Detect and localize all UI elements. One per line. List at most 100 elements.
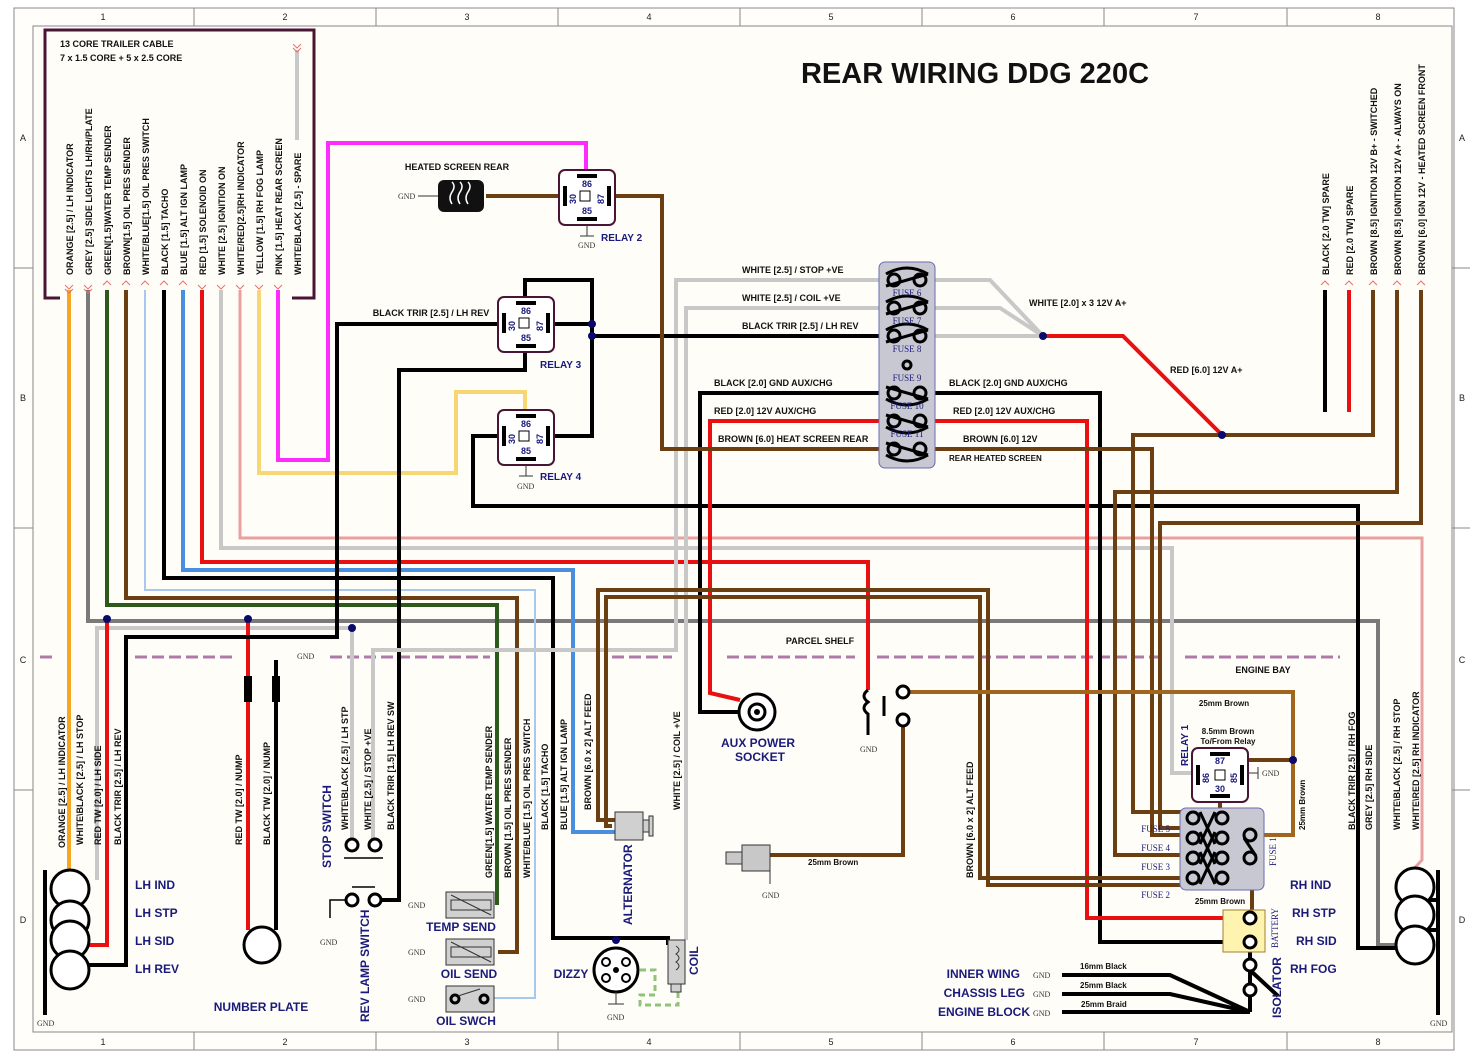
wire-label: WHITE/BLUE [1.5] OIL PRES SWITCH	[522, 719, 532, 878]
stop-switch	[344, 837, 383, 859]
wire-label: BLACK TRIR [2.5] / LH REV	[113, 728, 123, 845]
wire-pink-heat-screen	[276, 141, 588, 462]
wire-black-lh-rev	[86, 322, 498, 967]
lh-wire-labels: ORANGE [2.5] / LH INDICATOR WHITE\BLACK …	[57, 715, 123, 848]
number-plate-label: NUMBER PLATE	[214, 1000, 308, 1014]
core-label: PINK [1.5] HEAT REAR SCREEN	[274, 138, 284, 275]
temp-send-label: TEMP SEND	[426, 920, 496, 934]
gnd-label: GND	[1033, 1009, 1051, 1018]
oil-sender	[445, 938, 495, 966]
core-label: WHITE [2.5] IGNITION ON	[217, 166, 227, 275]
gnd-label: GND	[398, 192, 416, 201]
oil-send-label: OIL SEND	[441, 967, 498, 981]
gnd-label: GND	[408, 995, 426, 1004]
core-label: GREY [2.5] SIDE LIGHTS LH/RH/PLATE	[84, 108, 94, 275]
trailer-cable-box	[43, 28, 316, 300]
pin-label: 86	[521, 419, 531, 429]
fuse-label: FUSE 4	[1141, 843, 1170, 853]
fuse-label: FUSE 11	[891, 429, 924, 439]
isolator-label[interactable]: ISOLATOR	[1270, 957, 1284, 1018]
wire-label: WHITE [2.5] / STOP +VE	[363, 729, 373, 830]
core-label: WHITE/BLUE[1.5] OIL PRES SWITCH	[141, 118, 151, 275]
col-label: 4	[646, 12, 651, 22]
col-label: 5	[828, 12, 833, 22]
wire-brown-heat-front	[1158, 290, 1423, 830]
col-label: 4	[646, 1037, 651, 1047]
gnd-label: GND	[578, 241, 596, 250]
lamp-label: RH STP	[1292, 906, 1336, 920]
wire-label: REAR HEATED SCREEN	[949, 454, 1042, 463]
gnd-label: GND	[320, 938, 338, 947]
aux-power-socket[interactable]	[737, 692, 777, 732]
alternator-label: ALTERNATOR	[621, 844, 635, 925]
strap-label: 25mm Braid	[1081, 1000, 1127, 1009]
rh-lamp-labels: RH IND RH STP RH SID RH FOG	[1290, 878, 1337, 976]
rev-switch-label: REV LAMP SWITCH	[358, 910, 372, 1022]
coil-label: COIL	[687, 946, 701, 975]
col-label: 8	[1375, 12, 1380, 22]
relay-feed-label-1: 8.5mm Brown	[1202, 727, 1255, 736]
row-label: B	[20, 393, 26, 403]
fuse-label: FUSE 6	[893, 288, 922, 298]
brown-top-label: 25mm Brown	[1199, 699, 1249, 708]
col-label: 2	[282, 12, 287, 22]
lh-lamp-labels: LH IND LH STP LH SID LH REV	[135, 878, 179, 976]
starter-brown-label: 25mm Brown	[808, 858, 858, 867]
wire-label: WHITE\RED [2.5] RH INDICATOR	[1411, 691, 1421, 830]
battery-terminals	[1242, 910, 1258, 998]
col-label: 3	[464, 1037, 469, 1047]
gnd-label: GND	[408, 901, 426, 910]
fuse-labels: FUSE 6 FUSE 7 FUSE 8 FUSE 9 FUSE 10 FUSE…	[890, 288, 924, 439]
core-label: BLACK [1.5] TACHO	[160, 189, 170, 275]
wire-label: WHITE [2.5] / COIL +VE	[672, 711, 682, 810]
wire-brown-ign-b	[1113, 290, 1399, 857]
pin-label: 85	[1229, 773, 1239, 783]
col-label: 5	[828, 1037, 833, 1047]
heated-screen-label: HEATED SCREEN REAR	[405, 162, 510, 172]
cable-label: RED [2.0 TW] SPARE	[1345, 186, 1355, 275]
cable-label: BROWN [8.5] IGNITION 12V B+ - SWITCHED	[1369, 87, 1379, 275]
oil-switch-label: OIL SWCH	[436, 1014, 496, 1028]
wire-black-aux-gnd	[698, 391, 887, 714]
pin-label: 85	[521, 333, 531, 343]
lamp-label: LH REV	[135, 962, 179, 976]
row-label: C	[20, 655, 27, 665]
relay-3: 86 30 87 85	[497, 296, 555, 353]
wire-green-temp	[105, 290, 499, 905]
fuse-label: FUSE 10	[890, 401, 924, 411]
cable-label: BLACK [2.0 TW] SPARE	[1321, 173, 1331, 275]
brown-bottom-label: 25mm Brown	[1195, 897, 1245, 906]
core-label: WHITE/BLACK [2.5] - SPARE	[293, 153, 303, 275]
wire-label: BLACK TRIR [2.5] / RH FOG	[1347, 712, 1357, 831]
trailer-core-labels: ORANGE [2.5] / LH INDICATOR GREY [2.5] S…	[65, 108, 303, 275]
col-label: 7	[1193, 1037, 1198, 1047]
wire-label: WHITE [2.5] / STOP +VE	[742, 265, 843, 275]
stop-switch-label: STOP SWITCH	[320, 785, 334, 868]
wire-label: RED TW [2.0] / LH SIDE	[93, 745, 103, 845]
strap-label: 25mm Black	[1080, 981, 1127, 990]
red-feed-label: RED [6.0] 12V A+	[1170, 365, 1242, 375]
wire-brown-heat-screen	[615, 194, 887, 451]
wire-label: WHITE\BLACK [2.5] / LH STOP	[75, 715, 85, 845]
wire-black-relay-feed	[523, 278, 887, 438]
wire-white-ignition	[219, 290, 1192, 775]
wire-brown-alt-feed	[596, 588, 1190, 887]
wire-brown-oil-send	[124, 290, 519, 954]
col-label: 2	[282, 1037, 287, 1047]
fuse-label: FUSE 1	[1268, 837, 1278, 866]
gnd-label: GND	[1033, 990, 1051, 999]
lh-lamp-cluster	[49, 868, 91, 991]
wire-label: BLACK TRIR [1.5] LH REV SW	[386, 701, 396, 830]
col-label: 1	[100, 1037, 105, 1047]
temp-sender	[445, 891, 495, 919]
relay-4: 86 30 87 85	[497, 409, 555, 477]
lamp-label: LH SID	[135, 934, 175, 948]
col-label: 1	[100, 12, 105, 22]
wire-blue-alt-lamp	[181, 290, 617, 834]
trailer-cable-subtitle: 7 x 1.5 CORE + 5 x 2.5 CORE	[60, 53, 182, 63]
wire-white-a-plus	[923, 278, 1045, 338]
wire-label: BLACK TRIR [2.5] / LH REV	[742, 321, 859, 331]
gnd-label: GND	[1262, 769, 1280, 778]
gnd-label: GND	[517, 482, 535, 491]
